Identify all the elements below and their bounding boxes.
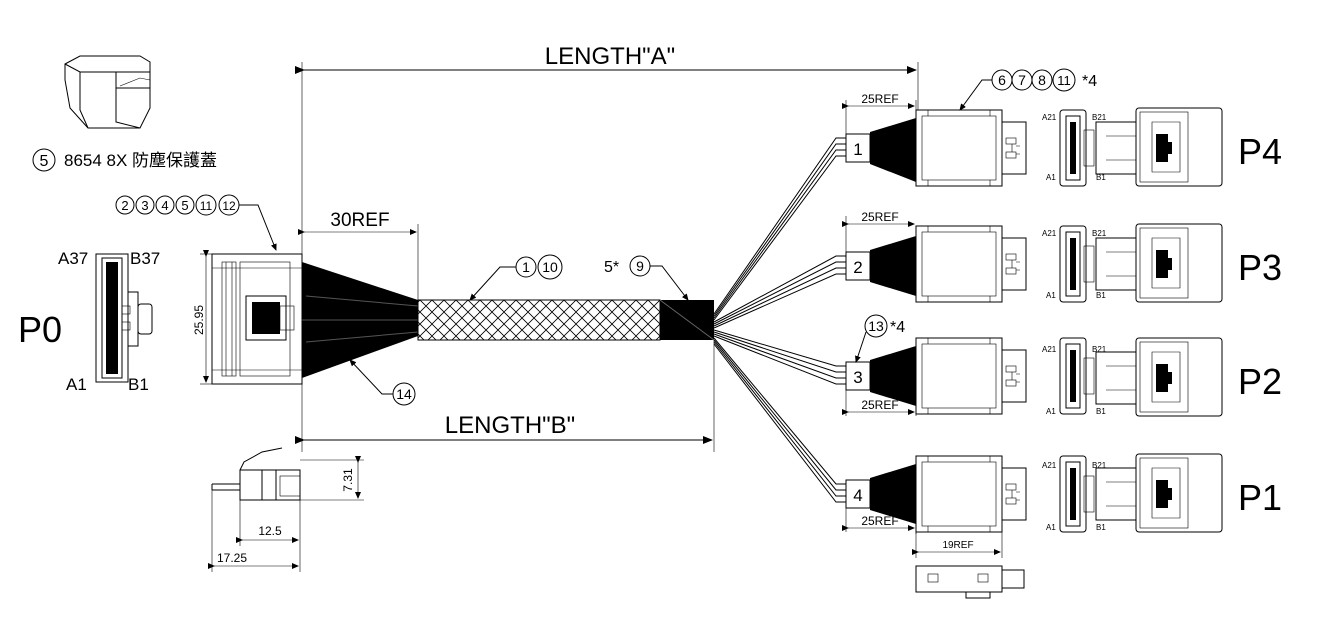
p0-connector-body <box>211 253 303 385</box>
pin-a1-1: A1 <box>1046 173 1056 182</box>
branch-2-assembly <box>845 223 1223 303</box>
p0-balloon-5: 11 <box>200 199 213 213</box>
p0-balloon-3: 4 <box>161 198 168 213</box>
length-a-label: LENGTH"A" <box>545 43 675 70</box>
p0-balloon-2: 3 <box>141 198 148 213</box>
side-pin-labels: A21 B21 A1 B1 A21 B21 A1 B1 A21 B21 A1 B… <box>1042 113 1107 532</box>
dust-cover-balloon-num: 5 <box>40 153 49 170</box>
dim-1725: 17.25 <box>217 551 247 565</box>
branch-1-number: 1 <box>853 140 862 159</box>
branch-1-assembly <box>845 107 1223 187</box>
p0-side-view <box>211 447 301 501</box>
pin-b21-4: B21 <box>1092 461 1107 470</box>
pin-a1-3: A1 <box>1046 407 1056 416</box>
overmold <box>302 262 419 378</box>
top-callout-3: 8 <box>1038 72 1046 88</box>
ref30-label: 30REF <box>330 210 389 231</box>
top-callout-qty: *4 <box>1082 73 1097 90</box>
p0-balloon-4: 5 <box>181 198 188 213</box>
ref19-label: 19REF <box>942 540 973 551</box>
bottom-connector-view <box>915 565 1025 599</box>
mid-callout-qty: *4 <box>890 319 905 336</box>
top-connector-callout <box>959 68 1076 111</box>
ref25-dimensions <box>842 100 917 534</box>
braid-callout <box>469 254 563 301</box>
dust-cover-balloon <box>32 148 56 172</box>
top-callout-1: 6 <box>998 72 1006 88</box>
p0-pin-a1: A1 <box>66 375 87 394</box>
ref25-label-1: 25REF <box>861 92 898 106</box>
length-b-label: LENGTH"B" <box>445 412 575 439</box>
sleeve-qty: 5* <box>604 259 619 276</box>
sleeve-balloon-num: 9 <box>636 258 644 274</box>
side-view-dimensions <box>208 456 364 572</box>
braid-balloon-2: 10 <box>542 259 558 275</box>
pin-a21-1: A21 <box>1042 113 1057 122</box>
p0-pin-b37: B37 <box>130 249 160 268</box>
pin-b21-2: B21 <box>1092 229 1107 238</box>
ref25-label-3: 25REF <box>861 398 898 412</box>
pin-b21-1: B21 <box>1092 113 1107 122</box>
port-label-4: P1 <box>1238 477 1282 518</box>
port-label-3: P2 <box>1238 361 1282 402</box>
branch-3-number: 3 <box>853 368 862 387</box>
pin-b1-1: B1 <box>1096 173 1106 182</box>
mid-callout-num: 13 <box>868 318 884 334</box>
p0-front-view <box>95 253 153 383</box>
dim-125: 12.5 <box>258 524 282 538</box>
dim-731: 7.31 <box>341 468 355 492</box>
ref25-label-4: 25REF <box>861 514 898 528</box>
length-a-dimension <box>295 62 919 254</box>
p0-height-value: 25.95 <box>192 305 206 335</box>
top-callout-2: 7 <box>1018 72 1026 88</box>
fanout-wires <box>713 137 846 503</box>
pin-a21-2: A21 <box>1042 229 1057 238</box>
branch-4-assembly <box>845 453 1223 533</box>
branch-4-number: 4 <box>853 486 862 505</box>
p0-label: P0 <box>18 309 62 350</box>
p0-balloon-1: 2 <box>121 198 128 213</box>
overmold-balloon-num: 14 <box>396 386 412 402</box>
branch-3-assembly <box>845 337 1223 417</box>
ref30-dimension <box>298 224 419 300</box>
p0-pin-b1: B1 <box>128 375 149 394</box>
braid-balloon-1: 1 <box>522 259 530 275</box>
heat-shrink-mark <box>659 299 715 341</box>
p0-height-dimension <box>200 250 212 385</box>
branch-2-number: 2 <box>853 258 862 277</box>
dust-cover-caption: 8654 8X 防塵保護蓋 <box>64 151 217 170</box>
pin-a1-2: A1 <box>1046 291 1056 300</box>
pin-b1-2: B1 <box>1096 291 1106 300</box>
ref25-label-2: 25REF <box>861 210 898 224</box>
pin-b1-4: B1 <box>1096 523 1106 532</box>
sleeve-leader <box>650 265 689 301</box>
pin-a21-4: A21 <box>1042 461 1057 470</box>
braided-sleeve <box>417 299 661 341</box>
pin-a1-4: A1 <box>1046 523 1056 532</box>
p0-balloon-6: 12 <box>222 199 236 213</box>
mid-callout-leader <box>855 331 867 363</box>
length-b-dimension <box>295 340 715 452</box>
pin-b21-3: B21 <box>1092 345 1107 354</box>
dust-cover-illustration <box>64 55 151 129</box>
pin-b1-3: B1 <box>1096 407 1106 416</box>
ref19-dimension <box>912 532 1003 558</box>
p0-pin-a37: A37 <box>58 249 88 268</box>
pin-a21-3: A21 <box>1042 345 1057 354</box>
mid-callout-balloon <box>864 314 888 338</box>
top-callout-4: 11 <box>1057 73 1071 88</box>
p0-balloon-row <box>115 194 277 251</box>
port-label-1: P4 <box>1238 131 1282 172</box>
overmold-leader <box>349 359 393 395</box>
port-label-2: P3 <box>1238 247 1282 288</box>
